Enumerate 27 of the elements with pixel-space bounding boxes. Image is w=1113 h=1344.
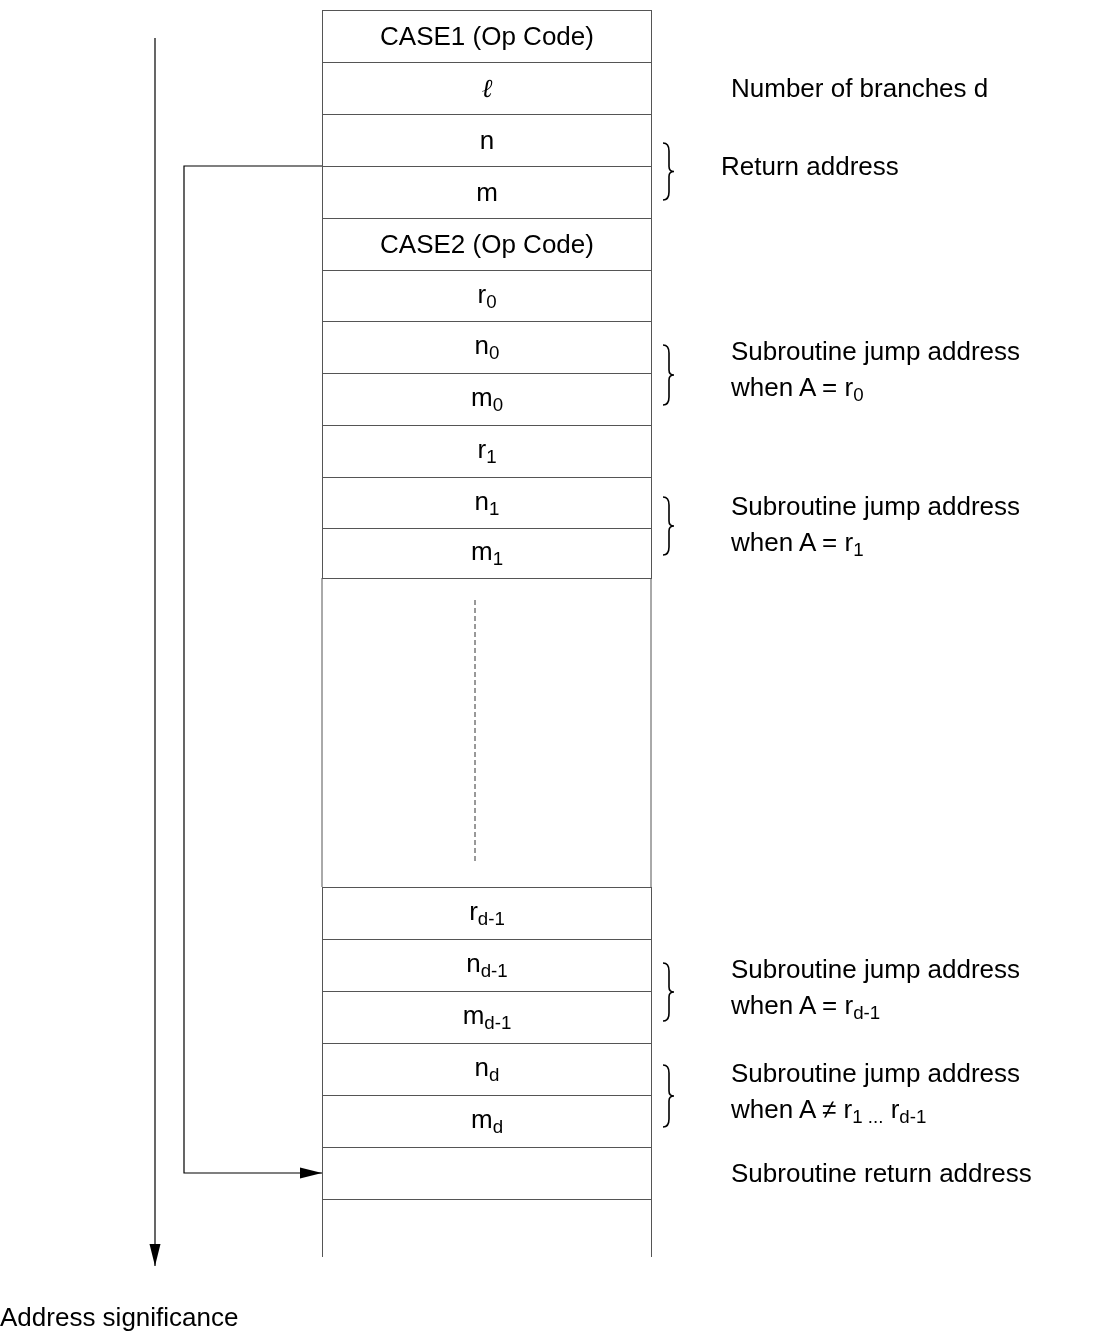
memory-cell: m$_{d-1}$ [322, 991, 652, 1044]
memory-cell: CASE2 (Op Code) [322, 218, 652, 271]
memory-cell: n$_{1}$ [322, 477, 652, 529]
memory-cell: n$_{0}$ [322, 321, 652, 374]
annotation: Number of branches d [731, 72, 990, 105]
memory-cell: n$_{d-1}$ [322, 939, 652, 992]
arrow [183, 165, 323, 1179]
annotation: Return address [721, 150, 900, 183]
memory-cell: n$_{d}$ [322, 1043, 652, 1096]
annotation: Subroutine return address [731, 1157, 1033, 1190]
annotation: Subroutine jump address when A = r$_{0}$ [731, 335, 1022, 407]
memory-cell: ℓ [322, 62, 652, 115]
memory-cell: CASE1 (Op Code) [322, 10, 652, 63]
memory-cell: n [322, 114, 652, 167]
empty-memory-cell [322, 1199, 652, 1257]
memory-cell: m [322, 166, 652, 219]
memory-cell: m$_{0}$ [322, 373, 652, 426]
memory-cell: m$_{d}$ [322, 1095, 652, 1148]
memory-cell: m$_{1}$ [322, 528, 652, 579]
memory-cell: r$_{d-1}$ [322, 887, 652, 940]
memory-cell: r$_{0}$ [322, 270, 652, 322]
annotation: Subroutine jump address when A = r$_{d-1}$ [731, 953, 1022, 1025]
annotation: Subroutine jump address when A = r$_{1}$ [731, 490, 1022, 562]
empty-memory-cell [322, 1147, 652, 1200]
axis-label: Address significance [0, 1301, 240, 1334]
annotation: Subroutine jump address when A ≠ r$_{1 ...}$ r$_{d-1}$ [731, 1057, 1022, 1129]
memory-cell: r$_{1}$ [322, 425, 652, 478]
